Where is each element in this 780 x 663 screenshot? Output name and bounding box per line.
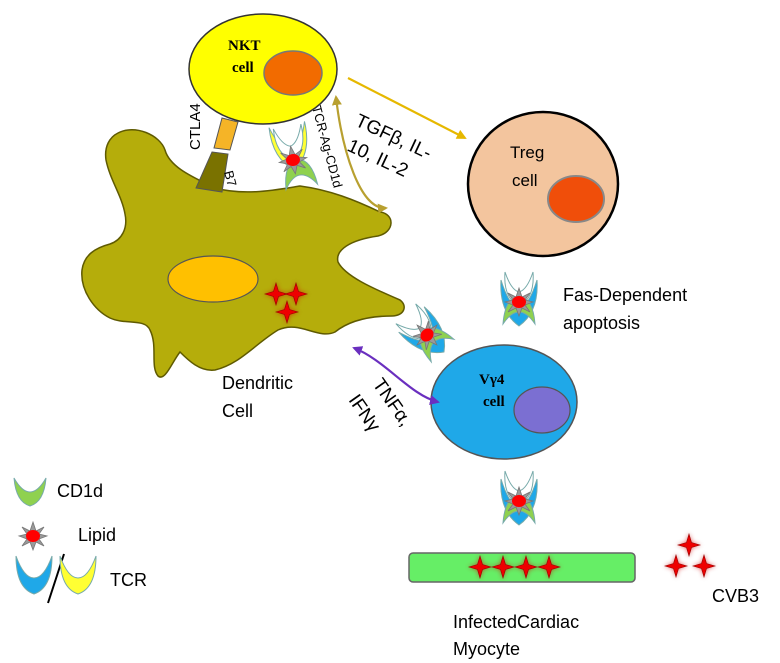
legend-tcr-yellow-icon — [59, 555, 97, 595]
ctla4-label: CTLA4 — [187, 103, 204, 150]
nkt-label-line2: cell — [232, 60, 254, 76]
dendritic-cell — [81, 129, 405, 378]
vg4-label-line1: Vγ4 — [479, 372, 505, 388]
dendritic-label-line2: Cell — [222, 401, 253, 421]
legend-tcr-label: TCR — [110, 570, 147, 590]
vg4-cell — [430, 344, 578, 460]
legend-cd1d-label: CD1d — [57, 481, 103, 501]
legend-lipid-icon — [18, 521, 48, 551]
nkt-cell — [188, 13, 338, 125]
legend: CD1d Lipid TCR — [13, 477, 147, 604]
vg4-myocyte-complex — [501, 471, 537, 525]
legend-cd1d-icon — [13, 477, 47, 507]
b7-label: B7 — [221, 169, 240, 188]
myocyte-label-line1: InfectedCardiac — [453, 612, 579, 632]
treg-cell — [466, 110, 620, 258]
dendritic-label-line1: Dendritic — [222, 373, 293, 393]
arrow-nkt-to-treg — [347, 77, 467, 139]
cvb3-virus-cluster — [664, 533, 716, 578]
ctla4-shape — [213, 117, 239, 151]
legend-tcr-blue-icon — [15, 555, 53, 595]
b7-shape — [195, 151, 229, 193]
nkt-label-line1: NKT — [228, 38, 261, 54]
treg-label-line2: cell — [512, 171, 538, 190]
infected-myocyte — [408, 552, 636, 583]
nkt-dc-complex — [268, 121, 319, 192]
legend-lipid-label: Lipid — [78, 525, 116, 545]
nkt-nucleus — [263, 50, 323, 96]
fas-label: Fas-Dependent — [563, 285, 687, 305]
treg-vg4-complex — [501, 272, 537, 326]
arrow-nkt-dc-bidirectional — [331, 95, 388, 214]
ctla4-b7-interaction — [195, 117, 239, 193]
dendritic-nucleus — [167, 255, 259, 303]
vg4-label-line2: cell — [483, 394, 505, 410]
apoptosis-label: apoptosis — [563, 313, 640, 333]
arrow-dc-vg4-bidirectional — [352, 346, 440, 405]
treg-nucleus — [547, 175, 605, 223]
treg-label-line1: Treg — [510, 143, 544, 162]
vg4-nucleus — [513, 386, 571, 434]
myocyte-label-line2: Myocyte — [453, 639, 520, 659]
cvb3-label: CVB3 — [712, 586, 759, 606]
